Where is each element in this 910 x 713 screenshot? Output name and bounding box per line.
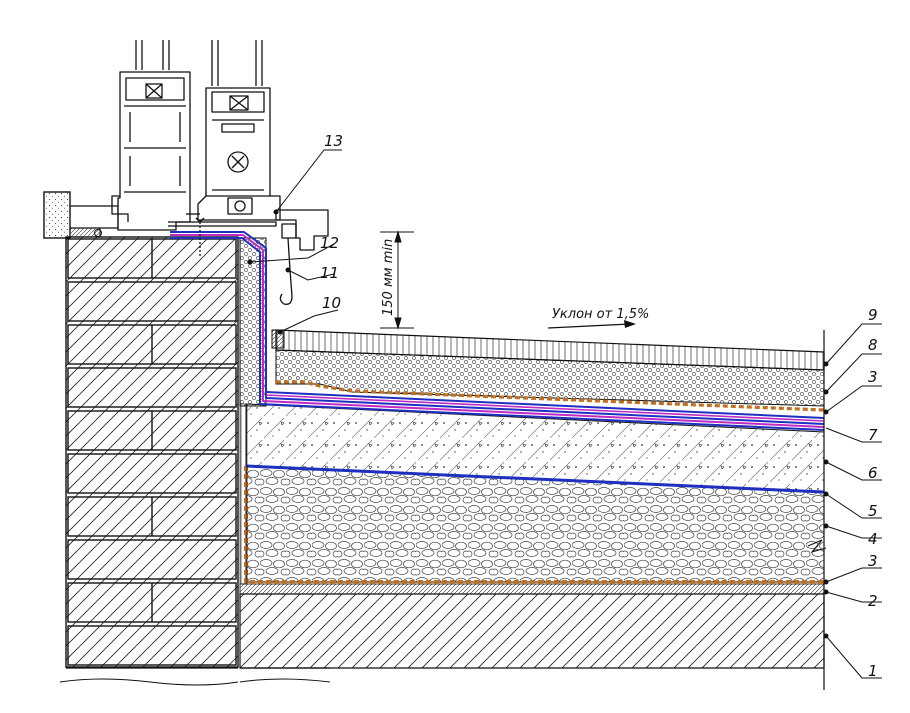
drip-sill-13 xyxy=(168,209,329,305)
break-mark xyxy=(807,539,827,553)
window-sill-block xyxy=(43,191,119,239)
height-note: 150 мм min xyxy=(381,239,396,316)
slope-arrow xyxy=(547,320,636,329)
brick-course xyxy=(67,281,237,322)
callout-11: 11 xyxy=(320,264,339,282)
geotextile-upper xyxy=(276,380,825,412)
slope-note: Уклон от 1,5% xyxy=(552,307,649,322)
waterproofing-membrane xyxy=(170,231,825,431)
callout-10: 10 xyxy=(322,294,341,312)
callout-5: 5 xyxy=(868,502,878,520)
vapor-barrier-line xyxy=(245,464,825,494)
window-frame-profile xyxy=(111,40,281,231)
height-dimension xyxy=(380,230,414,330)
callout-8: 8 xyxy=(868,336,878,354)
brick-course xyxy=(67,367,237,408)
callout-3-lower: 3 xyxy=(868,552,878,570)
callout-6: 6 xyxy=(868,464,878,482)
callout-12: 12 xyxy=(320,234,339,252)
leader-lines xyxy=(247,149,882,679)
callout-2: 2 xyxy=(868,592,878,610)
concrete-slab xyxy=(239,583,825,669)
callout-4: 4 xyxy=(868,530,878,548)
callout-7: 7 xyxy=(868,426,878,444)
callout-9: 9 xyxy=(868,306,878,324)
edge-strip xyxy=(239,403,248,585)
callout-1: 1 xyxy=(868,662,878,680)
callout-3-upper: 3 xyxy=(868,368,878,386)
break-line xyxy=(59,678,331,686)
callout-13: 13 xyxy=(324,132,343,150)
brick-course xyxy=(67,625,237,666)
brick-course xyxy=(67,539,237,580)
edge-profile-10 xyxy=(271,329,285,349)
callout-labels: 13 12 11 10 9 8 3 7 6 5 4 3 2 1 xyxy=(320,132,878,680)
brick-wall xyxy=(65,236,239,668)
parapet-insulation xyxy=(239,237,267,407)
brick-course xyxy=(67,453,237,494)
